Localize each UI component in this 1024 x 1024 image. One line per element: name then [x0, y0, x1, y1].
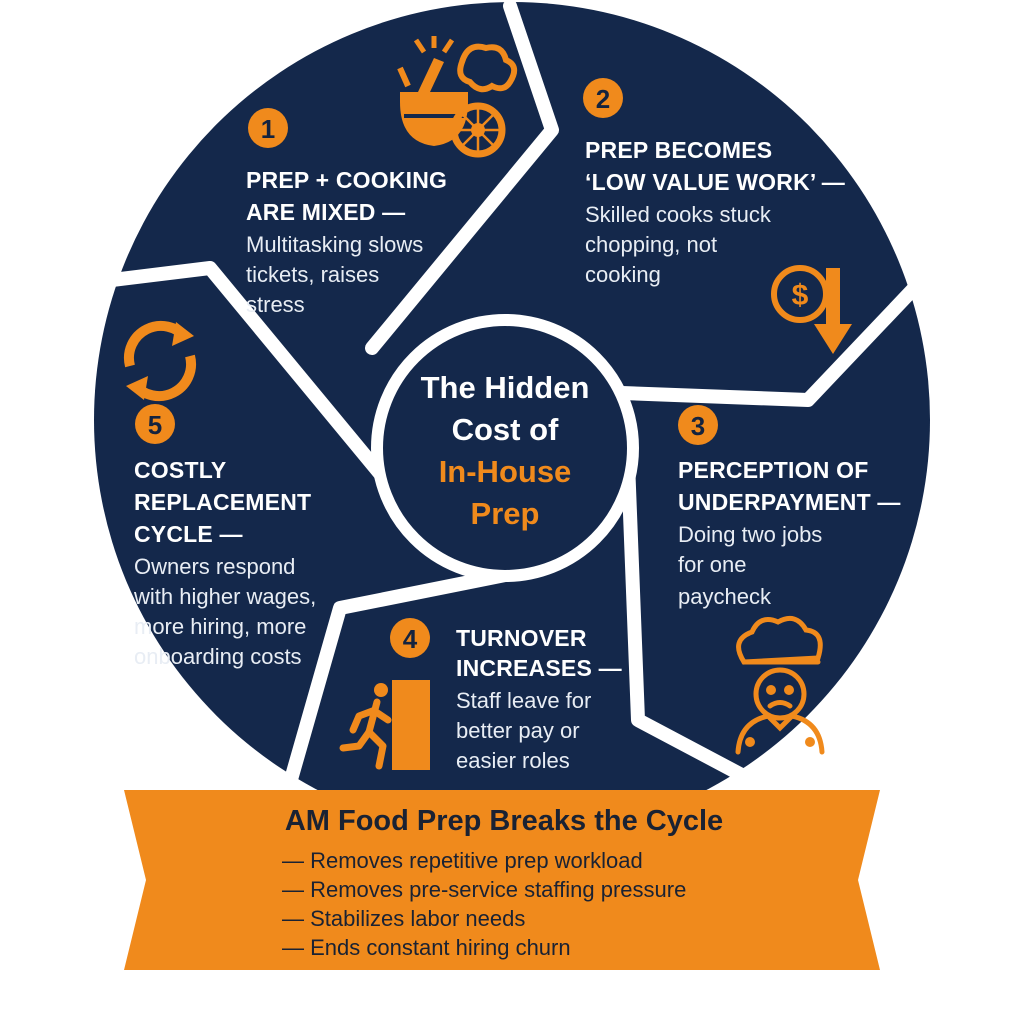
segment-5: 5 COSTLY REPLACEMENT CYCLE — Owners resp… — [123, 320, 316, 669]
segment-2-title-line-1: PREP BECOMES — [585, 137, 772, 163]
segment-4-title-line-2: INCREASES — — [456, 655, 622, 681]
center-hub — [371, 314, 639, 582]
segment-5-body-line-4: onboarding costs — [134, 644, 302, 669]
svg-text:$: $ — [792, 279, 809, 312]
banner-item-3: — Stabilizes labor needs — [282, 906, 525, 931]
banner-item-4: — Ends constant hiring churn — [282, 935, 571, 960]
segment-3-body-line-2: for one — [678, 552, 747, 577]
segment-1-body-line-1: Multitasking slows — [246, 232, 423, 257]
hub-line-4: Prep — [471, 496, 540, 531]
segment-4-body-line-2: better pay or — [456, 718, 580, 743]
step-number-3: 3 — [691, 411, 705, 441]
banner-title: AM Food Prep Breaks the Cycle — [285, 805, 723, 837]
hub-line-2: Cost of — [452, 412, 559, 447]
segment-dividers — [89, 0, 927, 797]
sad-chef-icon — [735, 615, 825, 755]
segment-3-title-line-1: PERCEPTION OF — [678, 457, 868, 483]
segment-1-body-line-2: tickets, raises — [246, 262, 379, 287]
segment-4-body-line-1: Staff leave for — [456, 688, 591, 713]
solution-banner: AM Food Prep Breaks the Cycle — Removes … — [124, 790, 880, 970]
segment-1-title-line-2: ARE MIXED — — [246, 199, 405, 225]
step-number-1: 1 — [261, 114, 275, 144]
segment-2-body-line-3: cooking — [585, 262, 661, 287]
step-number-badge-4 — [390, 618, 430, 658]
step-number-badge-5 — [135, 404, 175, 444]
segment-4: 4 TURNOVER INCREASES — Staff leave for b… — [339, 618, 622, 773]
hub-line-1: The Hidden — [421, 370, 590, 405]
banner-shape — [124, 790, 880, 970]
segment-2: 2 PREP BECOMES ‘LOW VALUE WORK’ — Skille… — [583, 78, 852, 354]
segment-5-title-line-1: COSTLY — [134, 457, 226, 483]
step-number-badge-1 — [248, 108, 288, 148]
divider-1-2 — [365, 0, 559, 355]
segment-3: 3 PERCEPTION OF UNDERPAYMENT — Doing two… — [678, 405, 901, 755]
segment-2-title-line-2: ‘LOW VALUE WORK’ — — [585, 169, 845, 195]
divider-5-1 — [89, 261, 427, 529]
step-number-2: 2 — [596, 84, 610, 114]
segment-2-body-line-2: chopping, not — [585, 232, 717, 257]
person-exit-door-icon — [339, 680, 430, 770]
divider-3-4 — [621, 455, 777, 797]
step-number-badge-3 — [678, 405, 718, 445]
step-number-badge-2 — [583, 78, 623, 118]
segment-1: 1 PREP + COOKING ARE MIXED — Multitaskin… — [246, 36, 518, 317]
segment-5-title-line-3: CYCLE — — [134, 521, 243, 547]
segment-5-body-line-3: more hiring, more — [134, 614, 306, 639]
step-number-4: 4 — [403, 624, 418, 654]
dollar-down-arrow-icon: $ — [771, 265, 852, 354]
banner-item-1: — Removes repetitive prep workload — [282, 848, 643, 873]
segment-1-title-line-1: PREP + COOKING — [246, 167, 447, 193]
banner-item-2: — Removes pre-service staffing pressure — [282, 877, 686, 902]
refresh-cycle-icon — [123, 320, 197, 402]
segment-4-title-line-1: TURNOVER — [456, 625, 587, 651]
segment-5-body-line-2: with higher wages, — [133, 584, 316, 609]
segment-4-body-line-3: easier roles — [456, 748, 570, 773]
segment-2-body-line-1: Skilled cooks stuck — [585, 202, 772, 227]
hub-line-3: In-House — [439, 454, 572, 489]
segment-5-body-line-1: Owners respond — [134, 554, 295, 579]
segment-3-title-line-2: UNDERPAYMENT — — [678, 489, 901, 515]
segment-3-body-line-3: paycheck — [678, 584, 772, 609]
divider-4-5 — [281, 565, 527, 797]
cooking-ingredients-icon — [397, 36, 518, 158]
segment-3-body-line-1: Doing two jobs — [678, 522, 822, 547]
segment-5-title-line-2: REPLACEMENT — [134, 489, 311, 515]
segment-1-body-line-3: stress — [246, 292, 305, 317]
step-number-5: 5 — [148, 410, 162, 440]
divider-2-3 — [588, 275, 927, 407]
